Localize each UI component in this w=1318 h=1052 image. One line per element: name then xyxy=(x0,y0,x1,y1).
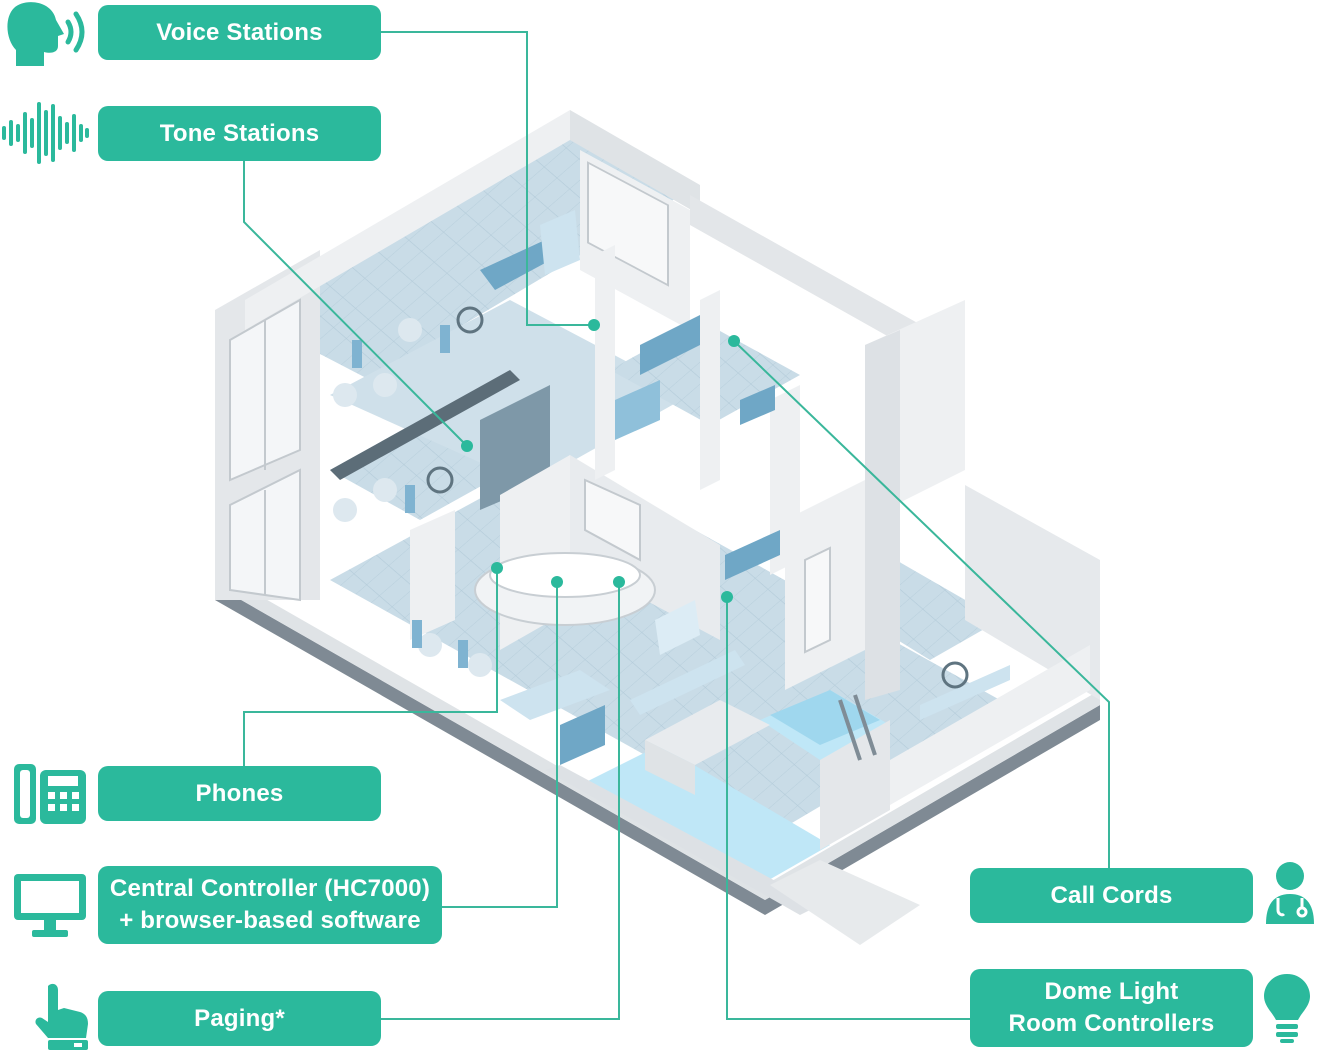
phones-label: Phones xyxy=(98,766,381,821)
outer-walls xyxy=(215,110,1100,945)
dome-light-line xyxy=(726,597,970,1020)
leader-lines xyxy=(243,31,1110,1020)
interior-walls xyxy=(330,245,865,795)
monitor-icon xyxy=(14,874,86,937)
tone-stations-label: Tone Stations xyxy=(98,106,381,161)
paging-marker xyxy=(613,576,625,588)
nurse-icon xyxy=(1266,862,1314,924)
central-controller-marker xyxy=(551,576,563,588)
central-controller-label: Central Controller (HC7000) + browser-ba… xyxy=(98,866,442,944)
voice-stations-label: Voice Stations xyxy=(98,5,381,60)
desk-phone-icon xyxy=(14,764,86,824)
call-cords-line xyxy=(733,340,1110,868)
building-base xyxy=(215,570,1100,915)
sound-wave-icon xyxy=(2,102,89,164)
tone-stations-text: Tone Stations xyxy=(159,119,320,147)
device-markers xyxy=(461,319,740,603)
paging-text: Paging* xyxy=(194,1004,285,1032)
call-cords-text: Call Cords xyxy=(1050,881,1173,909)
furniture xyxy=(333,210,1010,765)
paging-line xyxy=(380,582,620,1020)
dome-light-marker xyxy=(721,591,733,603)
phones-line xyxy=(243,568,498,766)
call-cord-marker xyxy=(728,335,740,347)
tone-station-marker xyxy=(461,440,473,452)
phone-marker xyxy=(491,562,503,574)
tone-stations-line xyxy=(243,160,468,447)
dome-light-line2: Room Controllers xyxy=(1008,1010,1215,1037)
paging-label: Paging* xyxy=(98,991,381,1046)
central-controller-line1: Central Controller (HC7000) xyxy=(109,875,431,902)
dome-light-line1: Dome Light xyxy=(1044,978,1179,1005)
central-controller-line2: + browser-based software xyxy=(119,907,421,934)
dome-light-label: Dome Light Room Controllers xyxy=(970,969,1253,1047)
pointing-hand-icon xyxy=(35,983,88,1050)
speaking-head-icon xyxy=(7,2,85,67)
central-controller-line xyxy=(442,582,558,908)
light-bulb-icon xyxy=(1264,974,1310,1043)
call-cords-label: Call Cords xyxy=(970,868,1253,923)
phones-text: Phones xyxy=(195,779,284,807)
voice-station-marker xyxy=(588,319,600,331)
voice-stations-line xyxy=(380,31,594,326)
voice-stations-text: Voice Stations xyxy=(156,18,323,46)
